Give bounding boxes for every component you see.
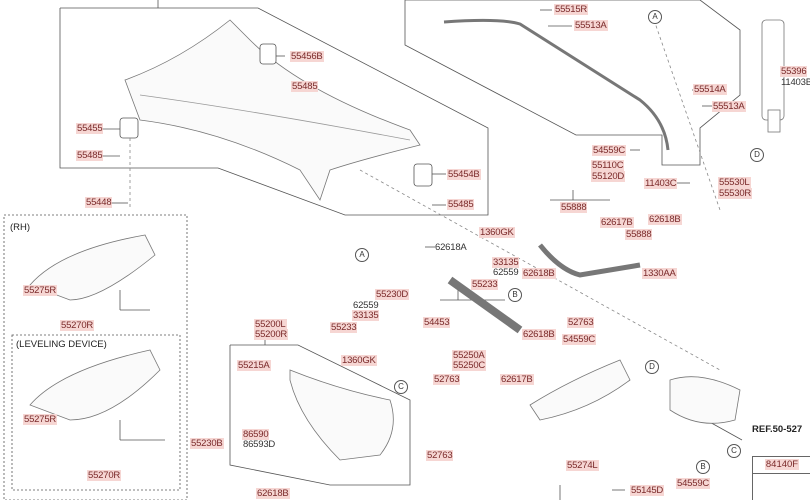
part-label[interactable]: 55110C: [591, 160, 625, 171]
callout-c: C: [727, 444, 741, 458]
part-label[interactable]: 55275R: [23, 414, 58, 425]
part-label[interactable]: 55454B: [447, 169, 481, 180]
part-label[interactable]: 55230D: [375, 289, 410, 300]
part-label[interactable]: 62618B: [256, 488, 290, 499]
part-label[interactable]: 55515R: [554, 4, 589, 15]
part-label[interactable]: 55250A: [452, 350, 486, 361]
callout-b: B: [508, 288, 522, 302]
part-label[interactable]: 55396: [780, 66, 808, 77]
part-label[interactable]: 55888: [625, 229, 653, 240]
part-label[interactable]: 54559C: [562, 334, 597, 345]
part-label[interactable]: 86593D: [243, 439, 276, 450]
part-label[interactable]: 62617B: [600, 217, 634, 228]
part-label[interactable]: 55275R: [23, 285, 58, 296]
part-label[interactable]: 55233: [471, 279, 499, 290]
part-box-84140f: 84140F: [752, 456, 810, 500]
part-label[interactable]: 55270R: [60, 320, 95, 331]
callout-a: A: [648, 10, 662, 24]
part-label[interactable]: 55485: [291, 81, 319, 92]
part-label[interactable]: 55215A: [237, 360, 271, 371]
part-label[interactable]: 62559: [353, 300, 379, 311]
part-label[interactable]: 62559: [493, 267, 519, 278]
crossmember-group-outline: [59, 7, 489, 216]
stabilizer-group-outline: [404, 0, 741, 166]
part-label[interactable]: 1330AA: [642, 268, 677, 279]
part-label[interactable]: 55888: [560, 202, 588, 213]
callout-d: D: [645, 360, 659, 374]
part-label[interactable]: 62618A: [435, 242, 467, 253]
part-label[interactable]: 62617B: [500, 374, 534, 385]
part-label[interactable]: 55530R: [718, 188, 753, 199]
part-label[interactable]: 55513A: [574, 20, 608, 31]
part-label[interactable]: 55455: [76, 123, 104, 134]
part-label[interactable]: 55448: [85, 197, 113, 208]
part-label[interactable]: 55456B: [290, 51, 324, 62]
part-label[interactable]: 84140F: [764, 459, 800, 470]
leveling-device-note: (LEVELING DEVICE): [16, 339, 107, 350]
part-label[interactable]: 55514A: [693, 84, 727, 95]
part-label[interactable]: 54559C: [592, 145, 627, 156]
part-label[interactable]: 55250C: [452, 360, 487, 371]
part-label[interactable]: 55233: [330, 322, 358, 333]
part-label[interactable]: 55120D: [591, 171, 626, 182]
part-label[interactable]: 55270R: [87, 470, 122, 481]
reference-label[interactable]: REF.50-527: [752, 424, 803, 435]
part-label[interactable]: 55485: [447, 199, 475, 210]
callout-b: B: [696, 460, 710, 474]
part-label[interactable]: 55485: [76, 150, 104, 161]
part-label[interactable]: 33135: [352, 310, 380, 321]
part-label[interactable]: 62618B: [522, 268, 556, 279]
part-label[interactable]: 52763: [426, 450, 454, 461]
part-label[interactable]: 52763: [567, 317, 595, 328]
part-label[interactable]: 55145D: [630, 485, 665, 496]
part-label[interactable]: 62618B: [522, 329, 556, 340]
part-label[interactable]: 86590: [242, 429, 270, 440]
part-label[interactable]: 55200R: [254, 329, 289, 340]
leveling-device-outline: [11, 334, 181, 491]
rh-note: (RH): [10, 222, 31, 233]
part-label[interactable]: 55230B: [190, 438, 224, 449]
part-label[interactable]: 11403C: [644, 178, 678, 189]
callout-c: C: [394, 380, 408, 394]
part-label[interactable]: 1360GK: [341, 355, 377, 366]
part-label[interactable]: 11403B: [781, 77, 810, 88]
rh-arm-group-outline: [3, 214, 188, 500]
part-label[interactable]: 1360GK: [479, 227, 515, 238]
part-label[interactable]: 54453: [423, 317, 451, 328]
part-label[interactable]: 62618B: [648, 214, 682, 225]
part-label[interactable]: 54559C: [676, 478, 711, 489]
callout-d: D: [750, 148, 764, 162]
part-label[interactable]: 55530L: [718, 177, 751, 188]
part-label[interactable]: 55200L: [254, 319, 287, 330]
part-label[interactable]: 55513A: [712, 101, 746, 112]
part-label[interactable]: 52763: [433, 374, 461, 385]
part-label[interactable]: 55274L: [566, 460, 599, 471]
part-label[interactable]: 33135: [492, 257, 520, 268]
callout-a: A: [355, 248, 369, 262]
lower-arm-group-outline: [229, 344, 411, 486]
